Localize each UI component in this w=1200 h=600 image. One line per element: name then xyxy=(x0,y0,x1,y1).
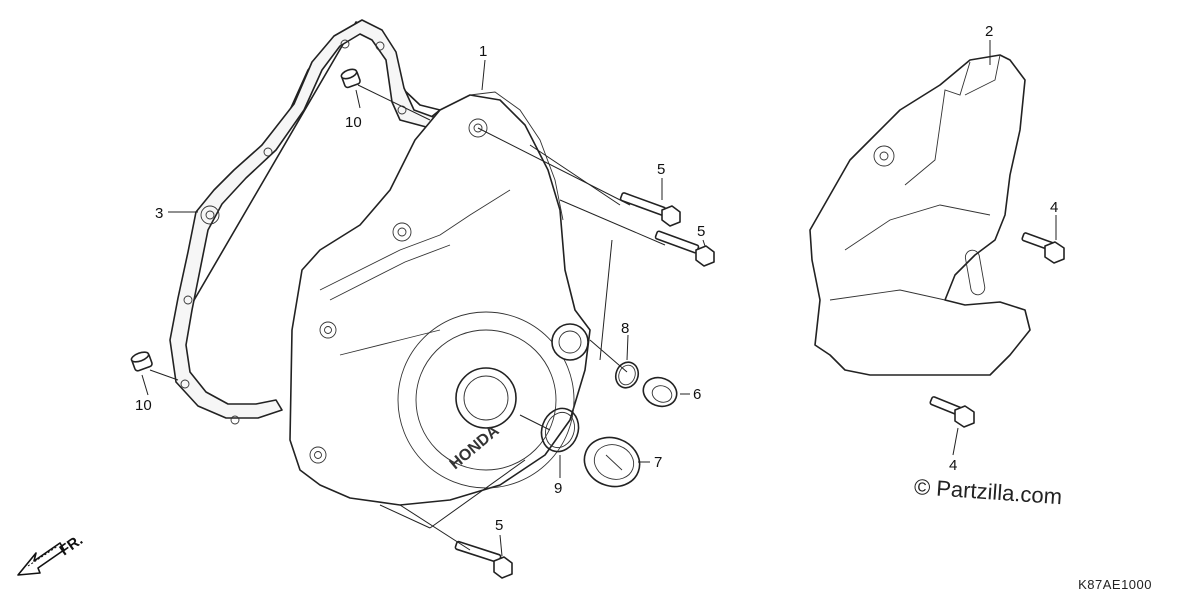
callout-5c: 5 xyxy=(495,517,503,534)
callout-10a: 10 xyxy=(345,114,362,131)
gasket-part xyxy=(169,19,441,425)
bolt-4a xyxy=(1021,232,1065,264)
callout-1: 1 xyxy=(479,43,487,60)
front-direction-arrow-icon xyxy=(17,542,65,576)
callout-4b: 4 xyxy=(949,457,957,474)
callout-7: 7 xyxy=(654,454,662,471)
callout-6: 6 xyxy=(693,386,701,403)
dowel-pin-lower xyxy=(130,351,153,372)
left-crankcase-cover-part xyxy=(289,91,591,506)
bolt-5b xyxy=(654,230,715,267)
front-direction-label: FR. xyxy=(57,531,87,559)
plug-6 xyxy=(642,376,678,408)
callout-5b: 5 xyxy=(697,223,705,240)
callout-10b: 10 xyxy=(135,397,152,414)
callout-5a: 5 xyxy=(657,161,665,178)
callout-4a: 4 xyxy=(1050,199,1058,216)
callout-3: 3 xyxy=(155,205,163,222)
dowel-pin-upper xyxy=(340,68,361,89)
leader-lines xyxy=(141,40,1057,557)
callout-9: 9 xyxy=(554,480,562,497)
diagram-code: K87AE1000 xyxy=(1078,577,1152,592)
sprocket-cover-part xyxy=(809,54,1031,376)
bolt-5c xyxy=(454,540,513,579)
callout-8: 8 xyxy=(621,320,629,337)
callout-2: 2 xyxy=(985,23,993,40)
bolt-4b xyxy=(929,396,975,428)
plug-7 xyxy=(583,436,641,488)
bolt-5a xyxy=(619,192,681,227)
o-ring-8 xyxy=(614,361,640,389)
o-ring-9 xyxy=(540,407,580,453)
